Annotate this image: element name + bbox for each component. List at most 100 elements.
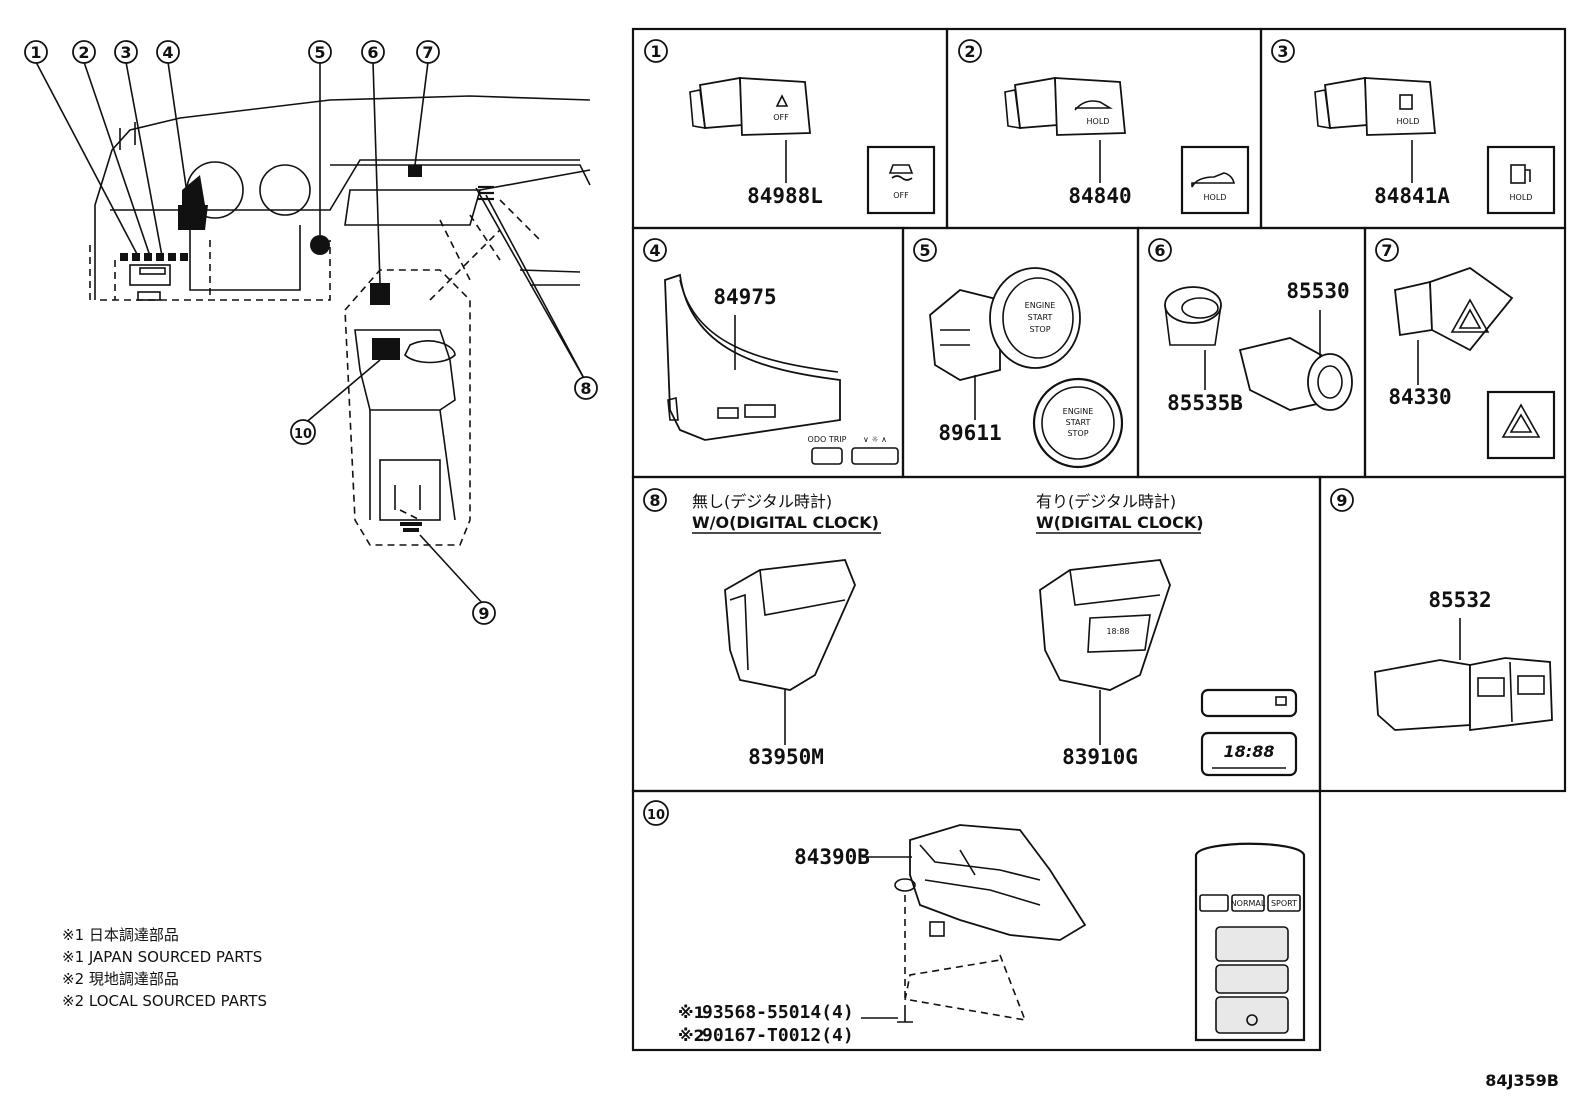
- svg-text:OFF: OFF: [893, 191, 909, 200]
- callout-5: 5: [308, 40, 332, 64]
- figure-code: 84J359B: [1485, 1071, 1559, 1090]
- engine-start-icon: ENGINE START STOP: [1032, 377, 1124, 469]
- screw-mounting-lines: [897, 895, 1026, 1023]
- svg-text:OFF: OFF: [773, 113, 789, 122]
- note-4: ※2 LOCAL SOURCED PARTS: [62, 992, 267, 1010]
- svg-text:7: 7: [1381, 241, 1392, 260]
- panel-6: 6 85535B 85530: [1148, 238, 1353, 415]
- callout-2: 2: [72, 40, 96, 64]
- note-1: ※1 日本調達部品: [62, 926, 179, 944]
- svg-text:9: 9: [478, 604, 489, 623]
- callout-1: 1: [24, 40, 48, 64]
- svg-text:4: 4: [649, 241, 660, 260]
- callout-10: 10: [290, 419, 316, 445]
- svg-text:10: 10: [294, 427, 312, 442]
- hazard-switch: [1394, 266, 1514, 352]
- hazard-icon: [1486, 390, 1556, 460]
- svg-text:1: 1: [30, 43, 41, 62]
- svg-text:START: START: [1066, 418, 1091, 427]
- part-number-84390B: 84390B: [794, 845, 870, 869]
- switch-assy-wo-clock: [724, 559, 856, 691]
- vsc-off-icon: OFF: [866, 145, 936, 215]
- svg-text:5: 5: [314, 43, 325, 62]
- part-number-85530: 85530: [1286, 279, 1349, 303]
- panel-8: 8 無し(デジタル時計) W/O(DIGITAL CLOCK) 有り(デジタル時…: [643, 488, 1298, 777]
- odo-trip-button-icon: ODO TRIP ∨ ☼ ∧: [808, 435, 899, 465]
- shift-panel-icon: NORMAL SPORT: [1194, 842, 1306, 1042]
- svg-text:18:88: 18:88: [1106, 627, 1129, 636]
- vsc-off-switch: OFF: [689, 76, 811, 136]
- fuel-hold-switch: HOLD: [1314, 76, 1436, 136]
- panel-7: 7 84330: [1375, 238, 1556, 460]
- wo-clock-jp: 無し(デジタル時計): [692, 492, 832, 511]
- svg-text:18:88: 18:88: [1224, 742, 1275, 761]
- part-number-83910G: 83910G: [1062, 745, 1138, 769]
- svg-text:SPORT: SPORT: [1271, 899, 1297, 908]
- wo-clock-en: W/O(DIGITAL CLOCK): [692, 513, 879, 532]
- part-number-85535B: 85535B: [1167, 391, 1243, 415]
- svg-text:3: 3: [1277, 42, 1288, 61]
- switch-assy-w-clock: 18:88: [1039, 559, 1171, 691]
- sourcing-notes: ※1 日本調達部品 ※1 JAPAN SOURCED PARTS ※2 現地調達…: [62, 926, 267, 1010]
- part-number-84330: 84330: [1388, 385, 1451, 409]
- defogger-switch: [1374, 657, 1553, 732]
- panel-1: 1 OFF 84988L OFF: [644, 39, 936, 215]
- callout-4: 4: [156, 40, 180, 64]
- svg-text:HOLD: HOLD: [1397, 117, 1420, 126]
- svg-text:START: START: [1028, 313, 1053, 322]
- svg-text:7: 7: [422, 43, 433, 62]
- dashboard-overview: 1 2 3 4 5 6 7 8 9 10: [24, 40, 598, 625]
- svg-text:4: 4: [162, 43, 173, 62]
- part-number-84841A: 84841A: [1374, 184, 1450, 208]
- power-outlet: [1238, 337, 1353, 411]
- engine-start-switch: ENGINE START STOP: [929, 267, 1081, 381]
- vent-marks: [478, 185, 494, 201]
- svg-text:ENGINE: ENGINE: [1025, 301, 1056, 310]
- callout-8: 8: [574, 376, 598, 400]
- svg-text:1: 1: [650, 42, 661, 61]
- part-number-93568-55014: 93568-55014(4): [702, 1002, 854, 1023]
- svg-text:HOLD: HOLD: [1510, 193, 1533, 202]
- screw-mark-1: ※1: [678, 1003, 705, 1022]
- part-number-89611: 89611: [938, 421, 1001, 445]
- svg-text:STOP: STOP: [1029, 325, 1050, 334]
- part-number-83950M: 83950M: [748, 745, 824, 769]
- svg-text:5: 5: [919, 241, 930, 260]
- part-number-85532: 85532: [1428, 588, 1491, 612]
- panel-3: 3 HOLD 84841A HOLD: [1271, 39, 1556, 215]
- screw-mark-2: ※2: [678, 1026, 705, 1045]
- panel-2: 2 HOLD 84840 HOLD: [958, 39, 1250, 215]
- svg-text:∨ ☼ ∧: ∨ ☼ ∧: [863, 435, 887, 444]
- svg-text:6: 6: [1154, 241, 1165, 260]
- part-number-84975: 84975: [713, 285, 776, 309]
- panel-10: 10 84390B ※1 93568-55014(4) ※2 90167-T00…: [643, 800, 1306, 1046]
- svg-text:NORMAL: NORMAL: [1231, 899, 1266, 908]
- svg-text:6: 6: [367, 43, 378, 62]
- svg-text:ENGINE: ENGINE: [1063, 407, 1094, 416]
- callout-9: 9: [472, 601, 496, 625]
- w-clock-en: W(DIGITAL CLOCK): [1036, 513, 1204, 532]
- callout-3: 3: [114, 40, 138, 64]
- w-clock-jp: 有り(デジタル時計): [1036, 492, 1176, 511]
- svg-text:2: 2: [78, 43, 89, 62]
- parts-grid: [631, 27, 1567, 1052]
- bottom-switch-marks: [400, 522, 422, 532]
- note-2: ※1 JAPAN SOURCED PARTS: [62, 948, 262, 966]
- svg-text:HOLD: HOLD: [1087, 117, 1110, 126]
- svg-text:8: 8: [649, 491, 660, 510]
- trunk-hold-icon: HOLD: [1180, 145, 1250, 215]
- note-3: ※2 現地調達部品: [62, 970, 179, 988]
- part-number-84840: 84840: [1068, 184, 1131, 208]
- svg-text:ODO TRIP: ODO TRIP: [808, 435, 847, 444]
- svg-text:STOP: STOP: [1067, 429, 1088, 438]
- switch-row-marks: [120, 253, 188, 261]
- panel-9: 9 85532: [1330, 488, 1553, 732]
- callout-6: 6: [361, 40, 385, 64]
- part-number-84988L: 84988L: [747, 184, 823, 208]
- socket-ring: [1164, 286, 1222, 346]
- shift-switch-assy: [894, 824, 1087, 941]
- svg-text:2: 2: [964, 42, 975, 61]
- callout-7: 7: [416, 40, 440, 64]
- clock-display-icons: 18:88: [1200, 688, 1298, 777]
